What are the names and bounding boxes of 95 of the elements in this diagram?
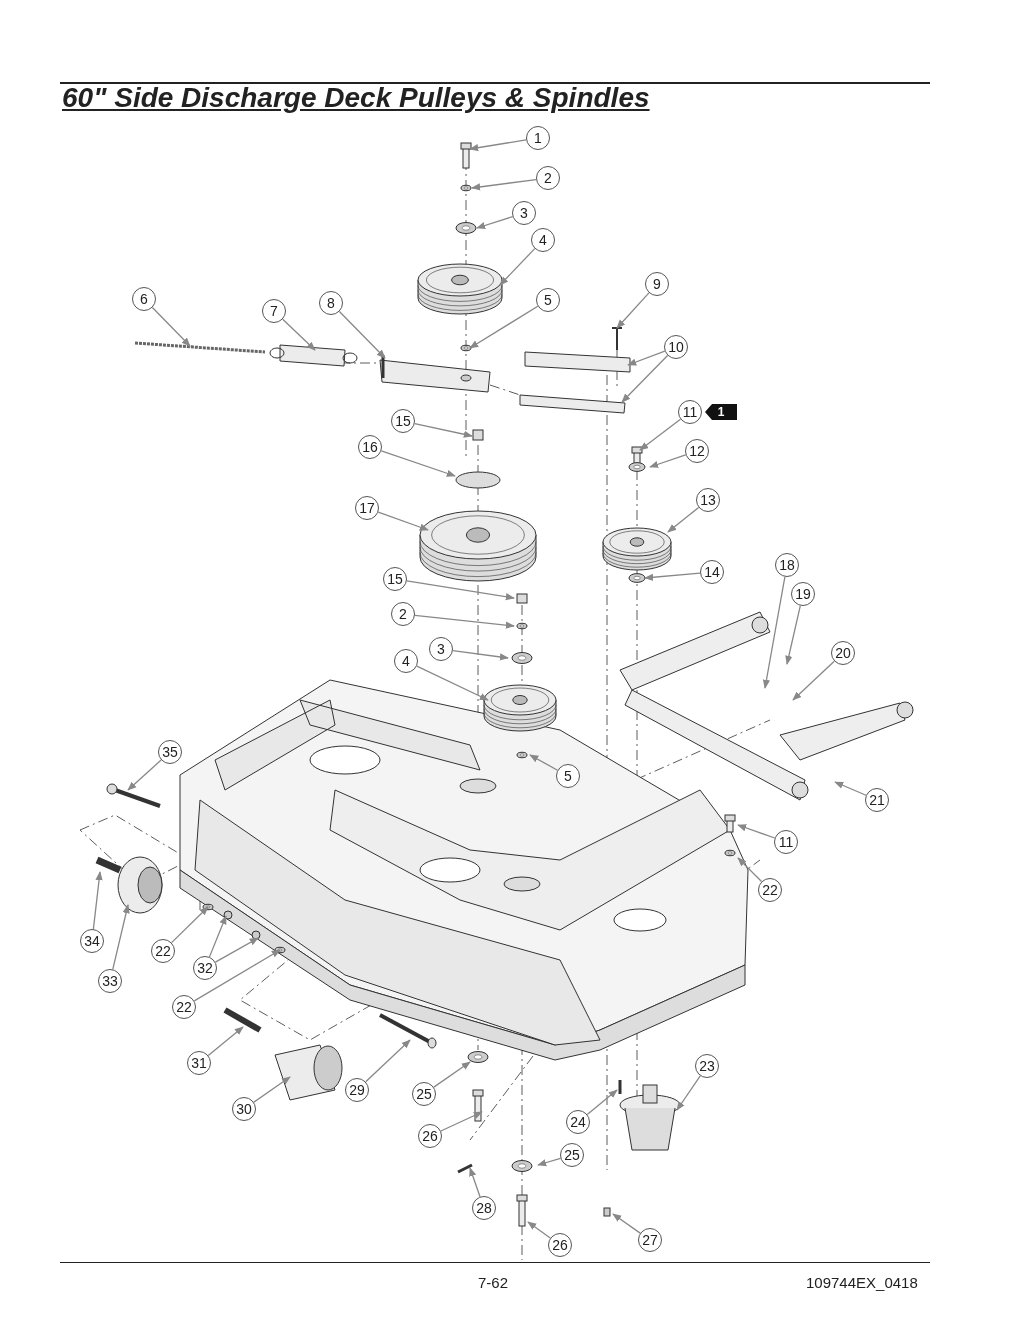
callout-number: 26 [418, 1124, 442, 1148]
leader-line [406, 580, 515, 601]
callout-number: 14 [700, 560, 724, 584]
leader-line [127, 759, 162, 791]
leader-line [471, 178, 537, 191]
leader-line [785, 605, 801, 665]
leader-line [667, 506, 700, 533]
callout-number: 34 [80, 929, 104, 953]
leader-line [834, 781, 867, 796]
leader-line [499, 248, 536, 286]
callout-number: 15 [391, 409, 415, 433]
leader-line [612, 1213, 641, 1234]
callout-number: 5 [536, 288, 560, 312]
leader-line [193, 949, 281, 1002]
leader-line [207, 1026, 244, 1057]
leader-line [737, 824, 776, 839]
callout-number: 31 [187, 1051, 211, 1075]
leader-line [792, 660, 835, 701]
leader-line [644, 572, 701, 581]
callout-number: 32 [193, 956, 217, 980]
callout-number: 3 [512, 201, 536, 225]
leader-line [214, 937, 259, 963]
leader-line [627, 350, 666, 366]
callout-number: 26 [548, 1233, 572, 1257]
callout-number: 11 [774, 830, 798, 854]
leader-line [416, 665, 489, 701]
callout-number: 10 [664, 335, 688, 359]
callout-number: 18 [775, 553, 799, 577]
page-title: 60" Side Discharge Deck Pulleys & Spindles [62, 82, 650, 114]
callout-number: 17 [355, 496, 379, 520]
leader-line [762, 576, 786, 689]
leader-line [527, 1221, 551, 1239]
callout-number: 23 [695, 1054, 719, 1078]
leader-line [151, 306, 191, 347]
leader-line [616, 292, 650, 329]
callout-number: 22 [151, 939, 175, 963]
callout-number: 6 [132, 287, 156, 311]
callout-number: 15 [383, 567, 407, 591]
callout-number: 30 [232, 1097, 256, 1121]
callout-number: 22 [758, 878, 782, 902]
callout-number: 35 [158, 740, 182, 764]
leader-line [586, 1089, 618, 1116]
callout-number: 25 [412, 1082, 436, 1106]
leader-line [282, 318, 316, 351]
callout-number: 22 [172, 995, 196, 1019]
leader-line [433, 1061, 471, 1088]
leader-line [639, 418, 682, 451]
leader-line [537, 1157, 562, 1167]
callout-number: 25 [560, 1143, 584, 1167]
leader-line [112, 904, 130, 970]
callout-number: 19 [791, 582, 815, 606]
callout-number: 33 [98, 969, 122, 993]
leader-line [365, 1039, 411, 1083]
leader-line [380, 450, 456, 477]
callout-number: 11 [678, 400, 702, 424]
leader-line [253, 1076, 291, 1103]
leader-line [621, 354, 669, 403]
leader-line [414, 614, 515, 629]
leader-line [476, 216, 514, 229]
callout-number: 7 [262, 299, 286, 323]
leader-line [92, 871, 103, 930]
leader-line [338, 310, 386, 359]
callout-number: 21 [865, 788, 889, 812]
leader-line [469, 305, 539, 349]
note-tag: 1 [705, 404, 737, 420]
leader-line [469, 139, 527, 152]
callout-number: 9 [645, 272, 669, 296]
leader-line [170, 906, 209, 944]
callout-number: 28 [472, 1196, 496, 1220]
leader-line [469, 1167, 481, 1198]
leader-line [649, 454, 687, 468]
callout-number: 16 [358, 435, 382, 459]
leader-line [377, 511, 429, 531]
leader-line [452, 649, 509, 661]
callout-number: 4 [394, 649, 418, 673]
callout-number: 1 [526, 126, 550, 150]
leader-line [529, 754, 559, 771]
callout-number: 8 [319, 291, 343, 315]
callout-number: 27 [638, 1228, 662, 1252]
leader-line [440, 1111, 483, 1132]
leader-line [676, 1075, 701, 1111]
callout-number: 13 [696, 488, 720, 512]
leader-line [208, 915, 227, 958]
callout-number: 2 [536, 166, 560, 190]
document-code: 109744EX_0418 [806, 1274, 918, 1291]
callout-number: 29 [345, 1078, 369, 1102]
leader-line [737, 857, 763, 883]
callout-number: 2 [391, 602, 415, 626]
callout-number: 3 [429, 637, 453, 661]
callout-number: 24 [566, 1110, 590, 1134]
callout-number: 4 [531, 228, 555, 252]
callout-number: 20 [831, 641, 855, 665]
callout-number: 12 [685, 439, 709, 463]
leader-line [414, 422, 473, 438]
page-number: 7-62 [478, 1274, 509, 1291]
